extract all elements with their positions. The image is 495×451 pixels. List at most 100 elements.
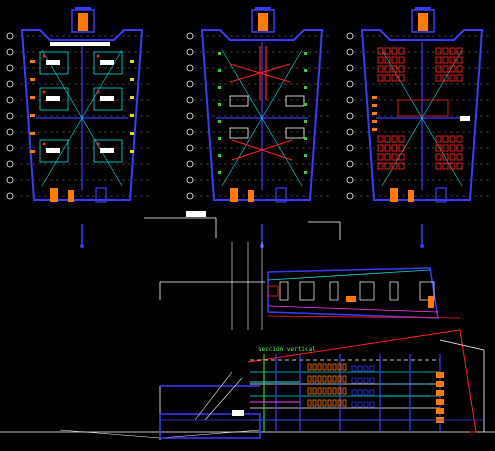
room-cut	[389, 281, 399, 301]
section-shell	[267, 267, 439, 319]
basement	[159, 413, 261, 439]
window	[369, 365, 375, 372]
tower-stair	[418, 13, 428, 31]
seat	[435, 162, 442, 170]
grid-bubble	[6, 64, 14, 72]
window	[317, 363, 322, 371]
chair	[96, 54, 100, 58]
chair	[96, 90, 100, 94]
office-room	[39, 139, 69, 163]
window	[351, 365, 357, 372]
grid-bubble	[6, 192, 14, 200]
window	[369, 377, 375, 384]
entrance-block	[390, 188, 398, 202]
tower-window	[436, 381, 444, 387]
diagonal	[221, 49, 303, 187]
seat	[384, 65, 391, 73]
office-room	[93, 51, 123, 75]
seat	[391, 144, 398, 152]
seat	[456, 74, 463, 82]
column-mark	[372, 128, 377, 131]
column-mark	[30, 114, 35, 117]
grid-bubble	[6, 32, 14, 40]
column-mark	[130, 150, 134, 153]
grid-bubble	[186, 144, 194, 152]
column-mark	[372, 96, 377, 99]
roof-outline	[247, 329, 477, 433]
window	[357, 389, 363, 396]
column-mark	[304, 171, 307, 174]
seat	[456, 144, 463, 152]
window	[351, 377, 357, 384]
window	[332, 375, 337, 383]
tower-stair	[78, 13, 88, 31]
diagonal	[41, 49, 123, 187]
room-box	[229, 95, 249, 107]
chair	[42, 142, 46, 146]
seat	[442, 65, 449, 73]
grid-bubble	[186, 160, 194, 168]
window	[327, 375, 332, 383]
window	[351, 389, 357, 396]
seat	[377, 162, 384, 170]
window	[363, 401, 369, 408]
column-mark	[218, 69, 221, 72]
window	[357, 377, 363, 384]
seat	[449, 153, 456, 161]
tower-window	[436, 372, 444, 378]
window	[332, 387, 337, 395]
seat	[398, 153, 405, 161]
seat	[435, 74, 442, 82]
window	[322, 399, 327, 407]
chair	[42, 90, 46, 94]
ramp	[194, 371, 233, 421]
column-mark	[372, 104, 377, 107]
desk	[46, 60, 60, 65]
desk	[100, 60, 114, 65]
grid-bubble	[6, 128, 14, 136]
grid-bubble	[346, 48, 354, 56]
column-mark	[30, 78, 35, 81]
column-mark	[304, 154, 307, 157]
grid-bubble	[346, 32, 354, 40]
tower-stair	[258, 13, 268, 31]
desk	[100, 96, 114, 101]
column-mark	[130, 96, 134, 99]
seat	[398, 162, 405, 170]
seat	[391, 65, 398, 73]
roof-line	[267, 269, 431, 281]
window	[307, 399, 312, 407]
column-mark	[304, 52, 307, 55]
seat	[449, 162, 456, 170]
seat	[435, 153, 442, 161]
seat	[384, 153, 391, 161]
tower-cap	[255, 7, 271, 10]
room-cut	[329, 281, 339, 301]
window	[322, 363, 327, 371]
column-mark	[372, 112, 377, 115]
grid-bubble	[346, 144, 354, 152]
seat	[456, 162, 463, 170]
seat	[398, 47, 405, 55]
section-marker-dot	[80, 244, 84, 248]
window	[337, 363, 342, 371]
grid-bubble	[346, 112, 354, 120]
seat	[377, 65, 384, 73]
window	[317, 387, 322, 395]
main-section	[0, 329, 495, 440]
room-box	[285, 95, 305, 107]
window	[322, 375, 327, 383]
column-mark	[218, 52, 221, 55]
entrance-block	[248, 190, 254, 202]
plan-right	[346, 7, 490, 248]
building-outline	[200, 29, 324, 201]
window	[312, 399, 317, 407]
seat	[442, 153, 449, 161]
seat	[384, 74, 391, 82]
seat	[456, 65, 463, 73]
column-mark	[30, 96, 35, 99]
room-box	[229, 127, 249, 139]
chair	[42, 54, 46, 58]
desk	[460, 116, 470, 121]
window	[317, 375, 322, 383]
